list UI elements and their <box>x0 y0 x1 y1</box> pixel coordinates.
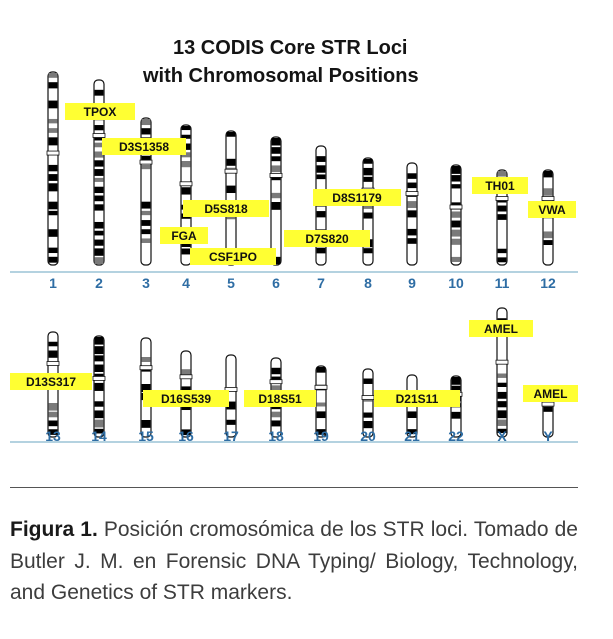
chromosome-10 <box>449 164 463 266</box>
chromosome-9 <box>405 162 419 266</box>
locus-label: D8S1179 <box>313 189 401 206</box>
locus-name: D18S51 <box>258 392 302 406</box>
locus-name: TH01 <box>485 179 515 193</box>
caption-label: Figura 1. <box>10 518 98 541</box>
locus-label: D7S820 <box>284 230 370 247</box>
chromosome-number: 5 <box>227 275 235 291</box>
chromosome-2 <box>92 79 106 266</box>
chromosome-5 <box>224 130 238 266</box>
chromosome-number: 12 <box>540 275 556 291</box>
codis-figure: 13 CODIS Core STR Loci with Chromosomal … <box>10 30 578 448</box>
locus-name: TPOX <box>84 105 117 119</box>
locus-label: D5S818 <box>183 200 269 217</box>
locus-name: D5S818 <box>204 202 248 216</box>
chromosome-1 <box>46 71 60 266</box>
chromosome-number: 16 <box>178 428 194 444</box>
chromosome-number: 1 <box>49 275 57 291</box>
locus-label: TPOX <box>65 103 135 120</box>
locus-label: D16S539 <box>143 390 229 407</box>
chromosome-number: 22 <box>448 428 464 444</box>
chromosome-number: 15 <box>138 428 154 444</box>
chromosome-19 <box>314 365 328 438</box>
figure-title-line-2: with Chromosomal Positions <box>142 65 419 87</box>
locus-name: D3S1358 <box>119 140 169 154</box>
chromosome-number: 7 <box>317 275 325 291</box>
locus-name: D21S11 <box>396 392 439 406</box>
locus-name: D13S317 <box>26 375 76 389</box>
chromosome-number: 4 <box>182 275 190 291</box>
chromosome-14 <box>92 335 106 438</box>
locus-name: D8S1179 <box>332 191 382 205</box>
figure-caption: Figura 1. Posición cromosómica de los ST… <box>10 514 578 609</box>
chromosome-number: X <box>497 428 507 444</box>
locus-label: VWA <box>528 201 576 218</box>
locus-label: D3S1358 <box>102 138 186 155</box>
locus-name: D16S539 <box>161 392 211 406</box>
chromosome-6 <box>269 136 283 266</box>
chromosome-ideogram: 13 CODIS Core STR Loci with Chromosomal … <box>10 37 578 444</box>
locus-label: D18S51 <box>244 390 316 407</box>
chromosome-number: 14 <box>91 428 107 444</box>
locus-label: CSF1PO <box>190 248 276 265</box>
locus-label: AMEL <box>469 320 533 337</box>
chromosome-number: Y <box>543 428 553 444</box>
chromosome-number: 2 <box>95 275 103 291</box>
chromosome-number: 21 <box>404 428 420 444</box>
locus-name: AMEL <box>534 387 568 401</box>
chromosome-number: 10 <box>448 275 464 291</box>
chromosome-15 <box>139 337 153 438</box>
chromosome-20 <box>361 368 375 438</box>
locus-name: CSF1PO <box>209 250 257 264</box>
locus-label: FGA <box>160 227 208 244</box>
locus-name: AMEL <box>484 322 518 336</box>
chromosome-number: 9 <box>408 275 416 291</box>
chromosome-number: 8 <box>364 275 372 291</box>
chromosome-8 <box>361 157 375 266</box>
chromosome-number: 18 <box>268 428 284 444</box>
caption-text: Posición cromosómica de los STR loci. To… <box>10 518 578 604</box>
locus-name: VWA <box>538 203 566 217</box>
locus-label: D13S317 <box>10 373 92 390</box>
chromosome-number: 20 <box>360 428 376 444</box>
chromosome-number: 17 <box>223 428 239 444</box>
caption-divider <box>10 487 578 488</box>
figure-title-line-1: 13 CODIS Core STR Loci <box>173 37 408 59</box>
chromosome-number: 6 <box>272 275 280 291</box>
locus-label: TH01 <box>472 177 528 194</box>
locus-name: FGA <box>171 229 197 243</box>
chromosome-number: 11 <box>495 275 510 291</box>
locus-name: D7S820 <box>305 232 349 246</box>
chromosome-X <box>495 307 509 438</box>
locus-label: D21S11 <box>374 390 460 407</box>
chromosome-number: 19 <box>313 428 329 444</box>
chromosome-number: 13 <box>45 428 61 444</box>
locus-label: AMEL <box>523 385 578 402</box>
chromosome-number: 3 <box>142 275 150 291</box>
